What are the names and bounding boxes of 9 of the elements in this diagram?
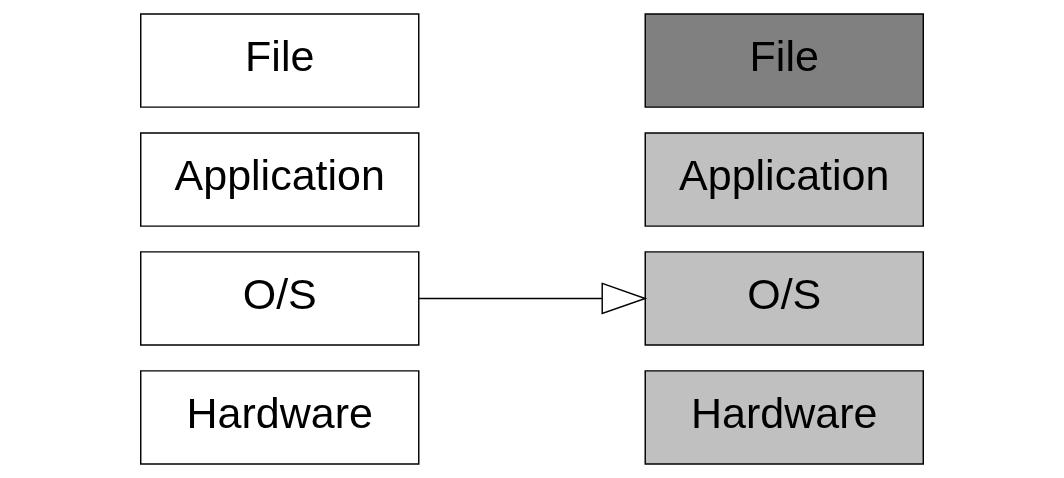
node-box: Hardware [140,370,420,465]
node-box: Application [140,132,420,227]
node-box: File [140,13,420,108]
node-box: O/S [644,251,924,346]
arrow [418,282,648,315]
node-box: Hardware [644,370,924,465]
node-box: O/S [140,251,420,346]
node-box: File [644,13,924,108]
node-box: Application [644,132,924,227]
